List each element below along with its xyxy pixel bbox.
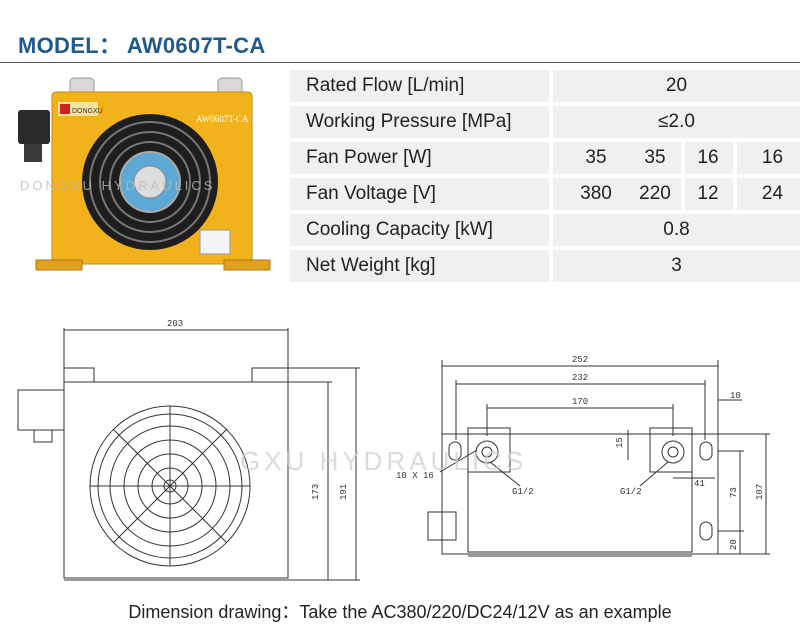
fan-icon: [82, 114, 218, 250]
dim-252: 252: [572, 355, 588, 365]
spec-label: Fan Power [W]: [306, 147, 432, 168]
spec-label: Working Pressure [MPa]: [306, 111, 512, 132]
port-right-label: G1/2: [620, 487, 642, 497]
spec-row-net-weight: Net Weight [kg] 3: [290, 250, 800, 282]
spec-row-fan-voltage: Fan Voltage [V] 380 220 12 24: [290, 178, 800, 210]
spec-value: 3: [671, 255, 682, 276]
spec-value: 16: [761, 147, 784, 168]
spec-label: Cooling Capacity [kW]: [306, 219, 493, 240]
drawing-caption: Dimension drawing：Take the AC380/220/DC2…: [128, 602, 672, 622]
spec-value: 20: [665, 75, 688, 96]
spec-value: 0.8: [663, 219, 690, 240]
title-divider: [0, 62, 800, 63]
photo-watermark: DONGXU HYDRAULICS: [20, 178, 215, 193]
dim-170: 170: [572, 397, 588, 407]
dim-232: 232: [572, 373, 588, 383]
spec-value: 380: [580, 183, 612, 204]
dim-height-inner: 173: [311, 484, 321, 500]
brand-logo: DONGXU: [72, 108, 103, 115]
dim-73: 73: [729, 487, 739, 498]
spec-row-working-pressure: Working Pressure [MPa] ≤2.0: [290, 106, 800, 138]
front-view: [17, 328, 360, 581]
dim-width-front: 203: [167, 319, 183, 329]
spec-value: 35: [585, 147, 607, 168]
spec-row-fan-power: Fan Power [W] 35 35 16 16: [290, 142, 800, 174]
spec-row-rated-flow: Rated Flow [L/min] 20: [290, 70, 800, 102]
dim-107: 107: [755, 484, 765, 500]
spec-value: 35: [644, 147, 666, 168]
dim-hole: 10 X 16: [396, 471, 434, 481]
spec-value: 12: [697, 183, 719, 204]
spec-value: ≤2.0: [658, 111, 695, 132]
spec-value: 24: [761, 183, 784, 204]
dim-20: 20: [729, 539, 739, 550]
spec-value: 220: [639, 183, 671, 204]
dim-15: 15: [615, 437, 625, 448]
dimension-drawing: 203 173 191 252 232 170 10 15 41 73 107 …: [17, 319, 770, 581]
side-view: [427, 360, 770, 557]
spec-label: Rated Flow [L/min]: [306, 75, 465, 96]
spec-label: Net Weight [kg]: [306, 255, 436, 276]
spec-value: 16: [697, 147, 719, 168]
spec-label: Fan Voltage [V]: [306, 183, 436, 204]
dim-10: 10: [730, 391, 741, 401]
model-plate: AW0607T-CA: [196, 114, 249, 124]
page-title: MODEL： AW0607T-CA: [18, 33, 266, 58]
port-left-label: G1/2: [512, 487, 534, 497]
spec-row-cooling-capacity: Cooling Capacity [kW] 0.8: [290, 214, 800, 246]
dim-height-outer: 191: [339, 484, 349, 500]
product-photo: DONGXU AW0607T-CA DONGXU HYDRAULICS: [18, 77, 271, 271]
dim-41: 41: [694, 479, 705, 489]
drawing-watermark: GXU HYDRAULICS: [240, 446, 527, 476]
